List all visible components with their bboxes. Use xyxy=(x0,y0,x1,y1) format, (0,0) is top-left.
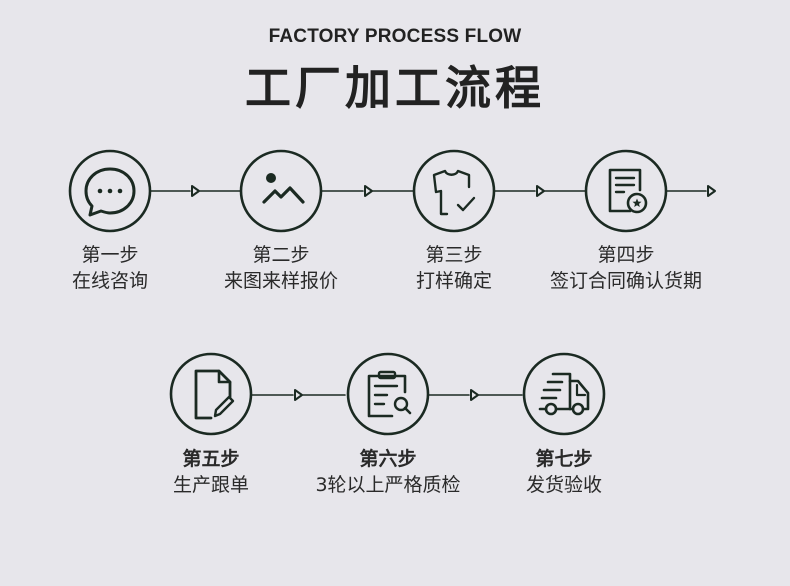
step-3-label: 第三步 打样确定 xyxy=(354,242,554,294)
step-6-label: 第六步 3轮以上严格质检 xyxy=(288,446,488,498)
shirt-check-icon xyxy=(432,169,476,216)
flow-title: 工厂加工流程 xyxy=(245,61,545,115)
step-number: 第一步 xyxy=(81,244,139,266)
step-description: 生产跟单 xyxy=(172,474,249,496)
connector-5-6 xyxy=(251,389,346,401)
step-number: 第三步 xyxy=(425,244,483,266)
step-description: 3轮以上严格质检 xyxy=(315,474,461,496)
connector-1-2 xyxy=(150,185,241,197)
contract-badge-icon xyxy=(608,168,648,214)
step-7-label: 第七步 发货验收 xyxy=(464,446,664,498)
step-1-label: 第一步 在线咨询 xyxy=(10,242,210,294)
step-number: 第五步 xyxy=(182,448,240,470)
step-number: 第七步 xyxy=(535,448,593,470)
step-7-node xyxy=(522,352,606,436)
connector-2-3 xyxy=(321,185,414,197)
step-number: 第二步 xyxy=(252,244,310,266)
clipboard-search-icon xyxy=(367,370,412,418)
image-icon xyxy=(262,173,305,204)
step-4-label: 第四步 签订合同确认货期 xyxy=(526,242,726,294)
step-6-node xyxy=(346,352,430,436)
step-description: 发货验收 xyxy=(525,474,602,496)
step-1-node xyxy=(68,149,152,233)
delivery-truck-icon xyxy=(538,372,590,416)
step-number: 第四步 xyxy=(597,244,655,266)
connector-4-end xyxy=(666,185,716,197)
step-number: 第六步 xyxy=(359,448,417,470)
step-2-node xyxy=(239,149,323,233)
step-description: 在线咨询 xyxy=(71,270,148,292)
flow-subtitle: FACTORY PROCESS FLOW xyxy=(268,26,522,47)
step-description: 来图来样报价 xyxy=(223,270,338,292)
connector-3-4 xyxy=(494,185,586,197)
step-4-node xyxy=(584,149,668,233)
step-description: 打样确定 xyxy=(415,270,492,292)
step-3-node xyxy=(412,149,496,233)
document-edit-icon xyxy=(194,369,235,420)
step-description: 签订合同确认货期 xyxy=(549,270,702,292)
step-2-label: 第二步 来图来样报价 xyxy=(181,242,381,294)
step-5-label: 第五步 生产跟单 xyxy=(111,446,311,498)
connector-6-7 xyxy=(427,389,523,401)
chat-bubble-icon xyxy=(84,167,136,217)
step-5-node xyxy=(169,352,253,436)
